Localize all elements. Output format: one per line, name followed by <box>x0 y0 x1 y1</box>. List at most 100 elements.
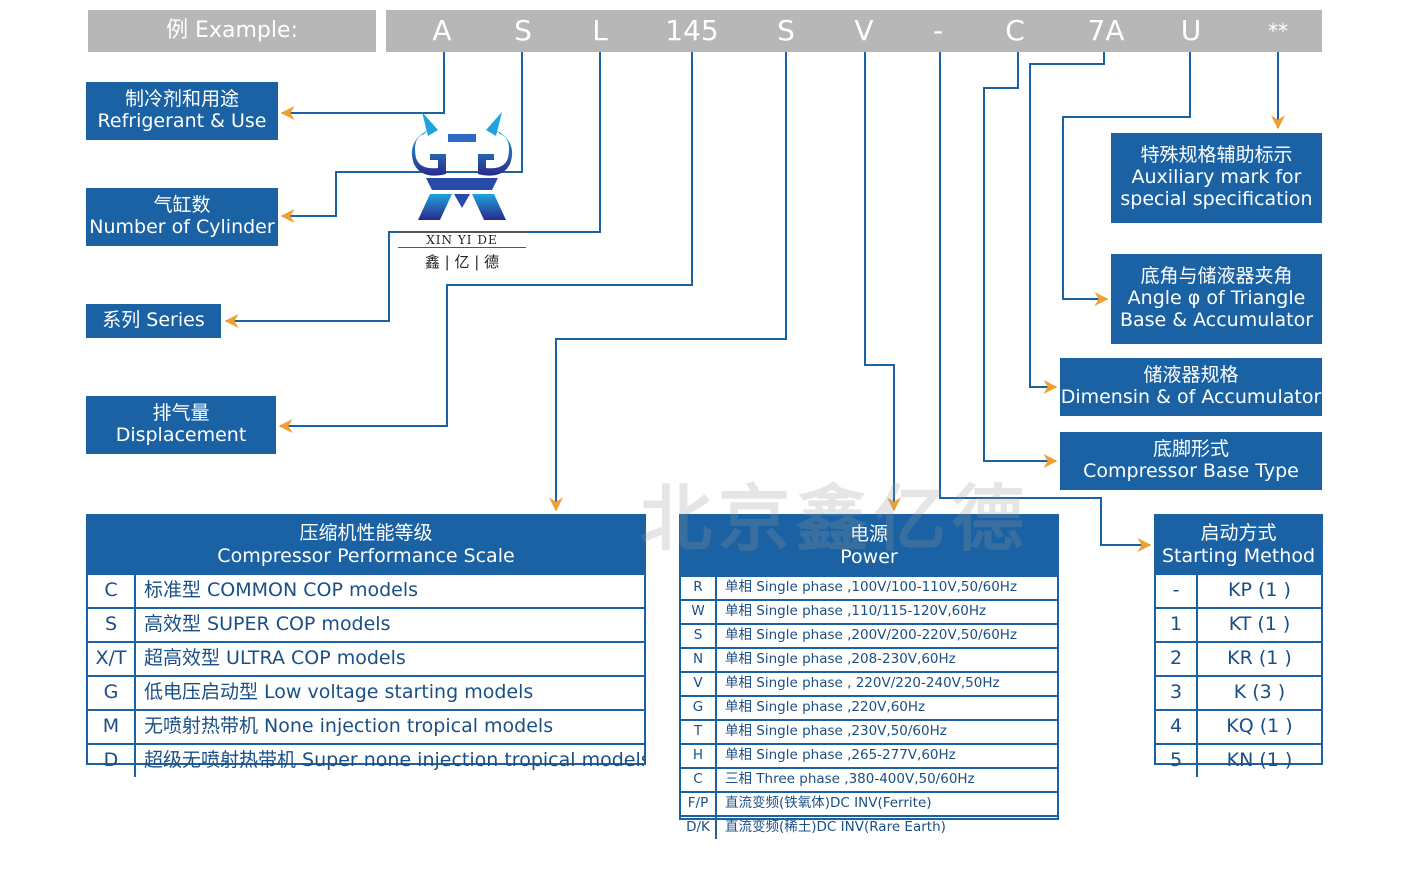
code-performance: S <box>777 14 795 47</box>
line-cylinder <box>280 52 523 223</box>
row-code: C <box>88 575 136 607</box>
box-accumulator-en: Dimensin & of Accumulator <box>1060 386 1322 408</box>
box-accumulator: 储液器规格 Dimensin & of Accumulator <box>1060 358 1322 416</box>
brand-logo: XIN YI DE 鑫 | 亿 | 德 <box>392 108 532 271</box>
line-performance <box>549 52 787 512</box>
table-row: - KP (1 ) <box>1156 573 1321 607</box>
line-accumulator <box>1029 52 1105 394</box>
line-displacement <box>278 52 693 433</box>
row-description: 单相 Single phase ,100V/100-110V,50/60Hz <box>725 579 1018 595</box>
row-code: W <box>681 601 717 623</box>
logo-mark-icon <box>411 112 513 220</box>
table-row: H 单相 Single phase ,265-277V,60Hz <box>681 743 1057 767</box>
row-description: 单相 Single phase ,208-230V,60Hz <box>725 651 956 667</box>
box-base-type-en: Compressor Base Type <box>1083 460 1299 482</box>
box-special-en1: Auxiliary mark for <box>1131 166 1302 189</box>
box-refrigerant-en: Refrigerant & Use <box>97 110 267 132</box>
line-base-type <box>983 52 1058 468</box>
table-row: 3 K (3 ) <box>1156 675 1321 709</box>
row-description: KQ (1 ) <box>1226 715 1293 737</box>
example-label-bar: 例 Example: <box>88 10 376 52</box>
code-letter-a: A <box>432 14 452 47</box>
row-code: - <box>1156 575 1198 607</box>
row-description: 无喷射热带机 None injection tropical models <box>144 715 554 737</box>
code-base-type: C <box>1005 14 1025 47</box>
row-code: T <box>681 721 717 743</box>
row-description: 超级无喷射热带机 Super none injection tropical m… <box>144 749 644 771</box>
starting-header: 启动方式 Starting Method <box>1156 516 1321 573</box>
box-cylinder-en: Number of Cylinder <box>89 216 275 238</box>
row-description: 单相 Single phase ,230V,50/60Hz <box>725 723 947 739</box>
box-displacement-en: Displacement <box>115 424 247 446</box>
box-displacement: 排气量 Displacement <box>86 396 276 454</box>
row-code: 2 <box>1156 643 1198 675</box>
table-row: 5 KN (1 ) <box>1156 743 1321 777</box>
box-refrigerant-use: 制冷剂和用途 Refrigerant & Use <box>86 82 278 140</box>
power-header: 电源 Power <box>681 516 1057 575</box>
code-angle: U <box>1180 14 1202 47</box>
table-row: F/P 直流变频(铁氧体)DC INV(Ferrite) <box>681 791 1057 815</box>
box-accumulator-cn: 储液器规格 <box>1143 364 1239 387</box>
row-code: H <box>681 745 717 767</box>
box-cylinder-cn: 气缸数 <box>153 194 211 217</box>
row-description: 直流变频(稀土)DC INV(Rare Earth) <box>725 819 946 835</box>
box-special-cn: 特殊规格辅助标示 <box>1140 144 1293 167</box>
row-code: X/T <box>88 643 136 675</box>
row-code: D/K <box>681 817 717 839</box>
performance-title-en: Compressor Performance Scale <box>217 544 515 567</box>
table-row: 2 KR (1 ) <box>1156 641 1321 675</box>
row-code: 1 <box>1156 609 1198 641</box>
row-code: N <box>681 649 717 671</box>
code-dash: - <box>932 14 944 47</box>
box-series-label: 系列 Series <box>102 309 205 332</box>
row-description: K (3 ) <box>1233 681 1286 703</box>
row-description: KR (1 ) <box>1227 647 1292 669</box>
code-letter-s: S <box>514 14 532 47</box>
example-label: 例 Example: <box>166 18 298 43</box>
code-letter-l: L <box>592 14 608 47</box>
row-description: KP (1 ) <box>1228 579 1291 601</box>
box-base-type: 底脚形式 Compressor Base Type <box>1060 432 1322 490</box>
line-power <box>864 52 901 512</box>
row-code: F/P <box>681 793 717 815</box>
starting-title-cn: 启动方式 <box>1200 521 1277 544</box>
power-title-en: Power <box>840 545 898 568</box>
box-base-type-cn: 底脚形式 <box>1152 438 1229 461</box>
power-title-cn: 电源 <box>849 522 888 545</box>
row-code: R <box>681 577 717 599</box>
logo-brand-text: XIN YI DE <box>398 232 526 248</box>
row-code: 3 <box>1156 677 1198 709</box>
line-series <box>224 52 601 328</box>
row-code: G <box>88 677 136 709</box>
row-code: S <box>88 609 136 641</box>
table-row: D/K 直流变频(稀土)DC INV(Rare Earth) <box>681 815 1057 839</box>
row-code: G <box>681 697 717 719</box>
logo-cn-text: 鑫 | 亿 | 德 <box>424 253 500 271</box>
row-code: 5 <box>1156 745 1198 777</box>
box-angle-en2: Base & Accumulator <box>1119 308 1314 331</box>
row-description: 单相 Single phase ,265-277V,60Hz <box>725 747 956 763</box>
starting-title-en: Starting Method <box>1161 544 1316 567</box>
model-code-bar: A S L 145 S V - C 7A U ** <box>386 10 1322 52</box>
row-description: 单相 Single phase ,110/115-120V,60Hz <box>725 603 987 619</box>
row-description: 直流变频(铁氧体)DC INV(Ferrite) <box>725 795 932 811</box>
box-angle-en1: Angle φ of Triangle <box>1127 287 1306 310</box>
row-description: KN (1 ) <box>1226 749 1293 771</box>
code-displacement: 145 <box>665 14 719 47</box>
box-number-of-cylinder: 气缸数 Number of Cylinder <box>86 188 278 246</box>
table-row: W 单相 Single phase ,110/115-120V,60Hz <box>681 599 1057 623</box>
line-starting <box>939 52 1152 552</box>
performance-title-cn: 压缩机性能等级 <box>299 521 433 544</box>
box-series: 系列 Series <box>86 304 221 338</box>
